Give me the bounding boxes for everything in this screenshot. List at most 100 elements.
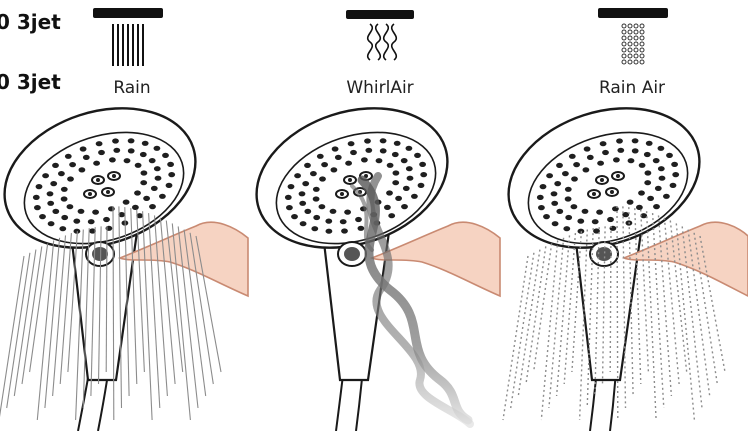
spray-line [503, 256, 528, 420]
nozzle [659, 176, 666, 181]
nozzle [83, 155, 90, 160]
nozzle [112, 138, 119, 143]
nozzle [384, 205, 391, 210]
nozzle [159, 194, 166, 199]
nozzle [418, 183, 425, 188]
nozzle [142, 141, 149, 146]
nozzle [141, 170, 148, 175]
nozzle [639, 163, 646, 168]
nozzle [344, 210, 351, 215]
nozzle [365, 148, 372, 153]
nozzle [401, 204, 408, 209]
nozzle [39, 214, 46, 219]
shower-rain [0, 85, 248, 431]
nozzle [617, 148, 624, 153]
nozzle [80, 146, 87, 151]
nozzle [537, 195, 544, 200]
nozzle [285, 195, 292, 200]
nozzle [341, 228, 348, 233]
nozzle [577, 219, 584, 224]
nozzle [48, 221, 55, 226]
nozzle [538, 205, 545, 210]
nozzle [304, 209, 311, 214]
spray-line [53, 235, 66, 396]
nozzle [380, 138, 387, 143]
nozzle [411, 194, 418, 199]
nozzle [321, 162, 328, 167]
nozzle [587, 155, 594, 160]
nozzle [299, 191, 306, 196]
nozzle [645, 170, 652, 175]
nozzle [52, 209, 59, 214]
nozzle [616, 138, 623, 143]
nozzle [47, 201, 54, 206]
nozzle [78, 209, 85, 214]
nozzle [573, 162, 580, 167]
nozzle [311, 226, 318, 231]
nozzle [73, 219, 80, 224]
nozzle [300, 221, 307, 226]
nozzle [565, 187, 572, 192]
center-jet-dot [340, 192, 344, 196]
nozzle [128, 138, 135, 143]
nozzle [392, 152, 399, 157]
center-jet-dot [112, 174, 116, 178]
nozzle [113, 148, 120, 153]
nozzle [414, 153, 421, 158]
nozzle [108, 206, 115, 211]
nozzle [376, 158, 383, 163]
nozzle [302, 181, 309, 186]
nozzle [420, 172, 427, 177]
nozzle [140, 152, 147, 157]
whirl-spray-icon [346, 10, 414, 60]
nozzle [59, 226, 66, 231]
center-jet-dot [616, 174, 620, 178]
nozzle [61, 215, 68, 220]
nozzle [313, 187, 320, 192]
nozzle [658, 146, 665, 151]
nozzle [554, 181, 561, 186]
center-jet-dot [106, 190, 110, 194]
nozzle [556, 163, 563, 168]
nozzle [551, 191, 558, 196]
nozzle [632, 148, 639, 153]
nozzle [348, 141, 355, 146]
nozzle [34, 205, 41, 210]
nozzle [67, 176, 74, 181]
nozzle [407, 176, 414, 181]
nozzle [600, 141, 607, 146]
nozzle [663, 194, 670, 199]
nozzle [583, 167, 590, 172]
nozzle [563, 226, 570, 231]
nozzle [653, 158, 660, 163]
nozzle [123, 200, 130, 205]
rain-air-spray-icon [598, 8, 668, 64]
nozzle [597, 161, 604, 166]
nozzle [584, 146, 591, 151]
nozzle [345, 161, 352, 166]
nozzle [380, 148, 387, 153]
spray-line [564, 233, 575, 384]
nozzle [288, 184, 295, 189]
spray-line [511, 253, 534, 408]
nozzle [671, 162, 678, 167]
nozzle [582, 209, 589, 214]
nozzle [562, 171, 569, 176]
nozzle [319, 176, 326, 181]
nozzle [47, 191, 54, 196]
rain-spray-icon [93, 8, 163, 66]
nozzle [395, 196, 402, 201]
nozzle [613, 157, 620, 162]
nozzle [388, 213, 395, 218]
nozzle [313, 215, 320, 220]
nozzle [358, 226, 365, 231]
nozzle [552, 221, 559, 226]
nozzle [310, 171, 317, 176]
nozzle [124, 158, 131, 163]
spray-line [0, 256, 24, 420]
shower-rain-air [490, 85, 748, 431]
nozzle [162, 153, 169, 158]
nozzle [406, 166, 413, 171]
nozzle [67, 204, 74, 209]
nozzle [401, 158, 408, 163]
